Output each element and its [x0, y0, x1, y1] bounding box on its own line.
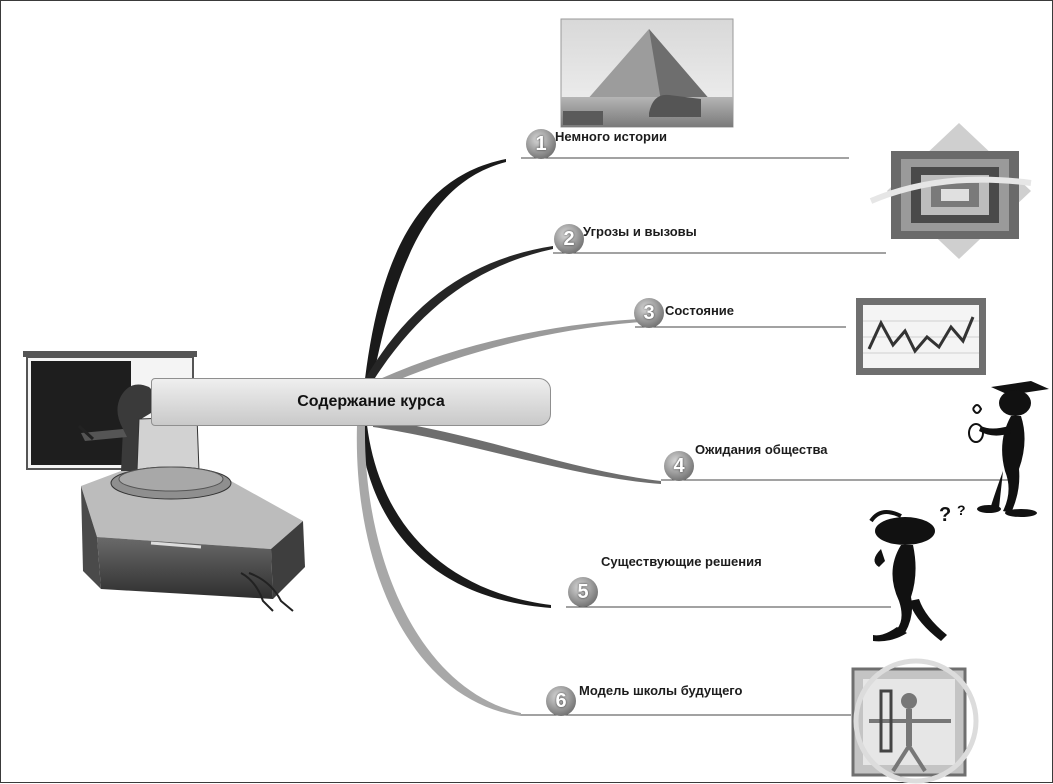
svg-text:?: ? [939, 504, 951, 526]
pyramid-sphinx-photo [560, 18, 734, 128]
svg-text:?: ? [957, 502, 966, 518]
line-chart-icon [856, 298, 986, 375]
topic-2-number-badge: 2 [554, 224, 584, 254]
branch-1 [365, 159, 506, 379]
topic-1-number-badge: 1 [526, 129, 556, 159]
topic-5-number-badge: 5 [568, 577, 598, 607]
topic-4-number-badge: 4 [664, 451, 694, 481]
vitruvian-man-icon [851, 658, 979, 784]
central-topic-node[interactable]: Содержание курса [151, 378, 551, 426]
central-topic-label: Содержание курса [297, 393, 445, 410]
topic-5-label[interactable]: Существующие решения [601, 554, 762, 569]
concentric-frames-icon [869, 123, 1032, 259]
thinking-figure-icon: ? ? [869, 502, 966, 642]
topic-2-label[interactable]: Угрозы и вызовы [583, 224, 697, 239]
topic-3-number-badge: 3 [634, 298, 664, 328]
topic-1-label[interactable]: Немного истории [555, 129, 667, 144]
graduate-figure-icon [968, 381, 1049, 517]
branch-5 [359, 425, 551, 608]
topic-4-label[interactable]: Ожидания общества [695, 442, 828, 457]
topic-underlines [521, 157, 1011, 716]
topic-3-label[interactable]: Состояние [665, 303, 735, 318]
branch-curves [356, 159, 661, 716]
topic-6-number-badge: 6 [546, 686, 576, 716]
branch-4 [373, 419, 661, 484]
topic-6-label[interactable]: Модель школы будущего [579, 683, 743, 698]
presenter-projector-illustration [23, 351, 305, 612]
